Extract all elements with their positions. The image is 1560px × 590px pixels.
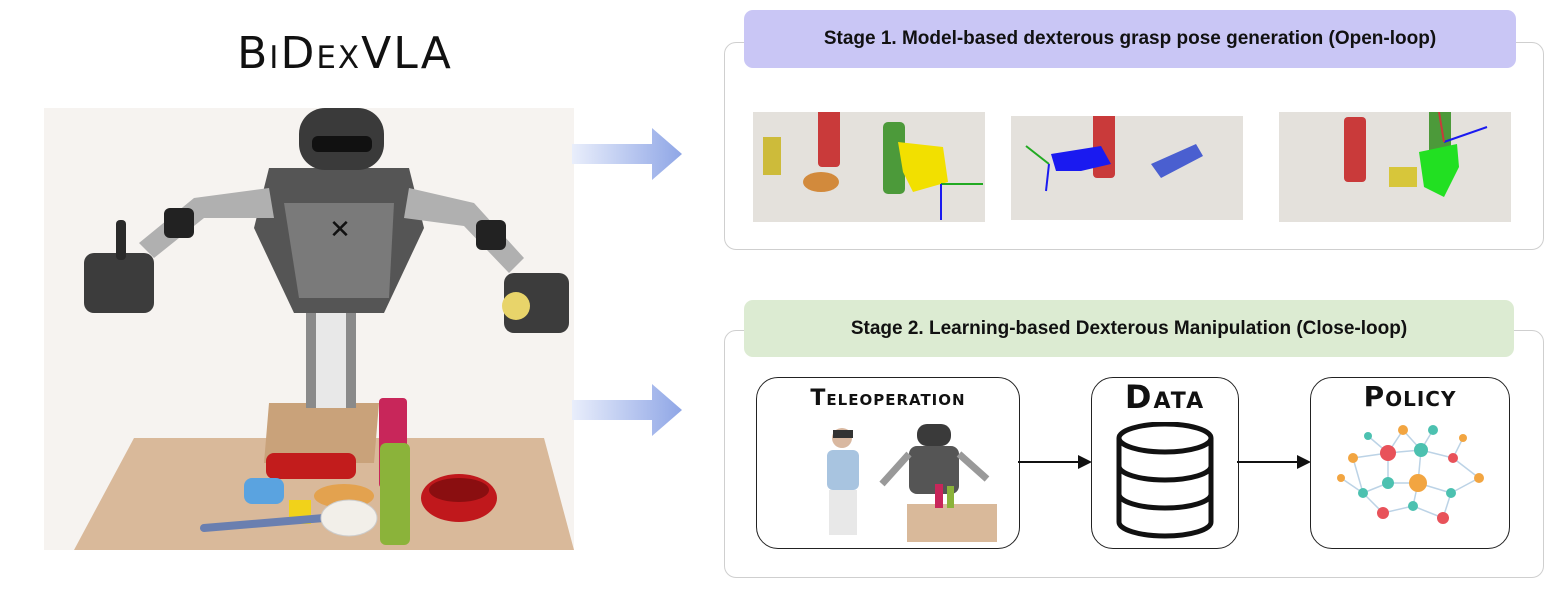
spatula-head bbox=[320, 499, 378, 537]
robot-right-arm bbox=[404, 188, 524, 273]
policy-card: Policy bbox=[1310, 377, 1510, 549]
policy-label: Policy bbox=[1363, 380, 1457, 413]
tea-bottle bbox=[380, 443, 410, 545]
toy bbox=[244, 478, 284, 504]
teleop-robot bbox=[917, 424, 951, 446]
robot-scene-image: ✕ bbox=[44, 108, 574, 550]
grasp-pose-image-yellow bbox=[753, 112, 985, 222]
stage2-header: Stage 2. Learning-based Dexterous Manipu… bbox=[744, 300, 1514, 357]
grasp-pose-image-green bbox=[1279, 112, 1511, 222]
arrow-to-stage2 bbox=[572, 384, 682, 436]
robot-illustration: ✕ bbox=[74, 108, 574, 550]
data-card: Data bbox=[1091, 377, 1239, 549]
grasp-pose-image-blue bbox=[1011, 116, 1243, 220]
teleoperation-card: Teleoperation bbox=[756, 377, 1020, 549]
snack-bag bbox=[266, 453, 356, 479]
page-title: BiDexVLA bbox=[237, 28, 453, 79]
cardboard-box bbox=[264, 403, 379, 463]
chest-mark: ✕ bbox=[329, 215, 351, 245]
held-ball bbox=[502, 292, 530, 320]
teleoperation-label: Teleoperation bbox=[810, 386, 966, 411]
database-icon bbox=[1116, 422, 1214, 539]
operator bbox=[827, 450, 859, 490]
teleoperation-illustration bbox=[827, 424, 997, 542]
flow-arrow-tele-to-data bbox=[1018, 455, 1092, 469]
neural-network-icon bbox=[1337, 425, 1484, 524]
arrow-to-stage1 bbox=[572, 128, 682, 180]
spatula-handle bbox=[200, 514, 328, 532]
robot-left-hand bbox=[84, 253, 154, 313]
data-label: Data bbox=[1124, 378, 1206, 416]
stage1-header: Stage 1. Model-based dexterous grasp pos… bbox=[744, 10, 1516, 68]
flow-arrow-data-to-policy bbox=[1237, 455, 1311, 469]
robot-left-arm bbox=[139, 188, 274, 258]
